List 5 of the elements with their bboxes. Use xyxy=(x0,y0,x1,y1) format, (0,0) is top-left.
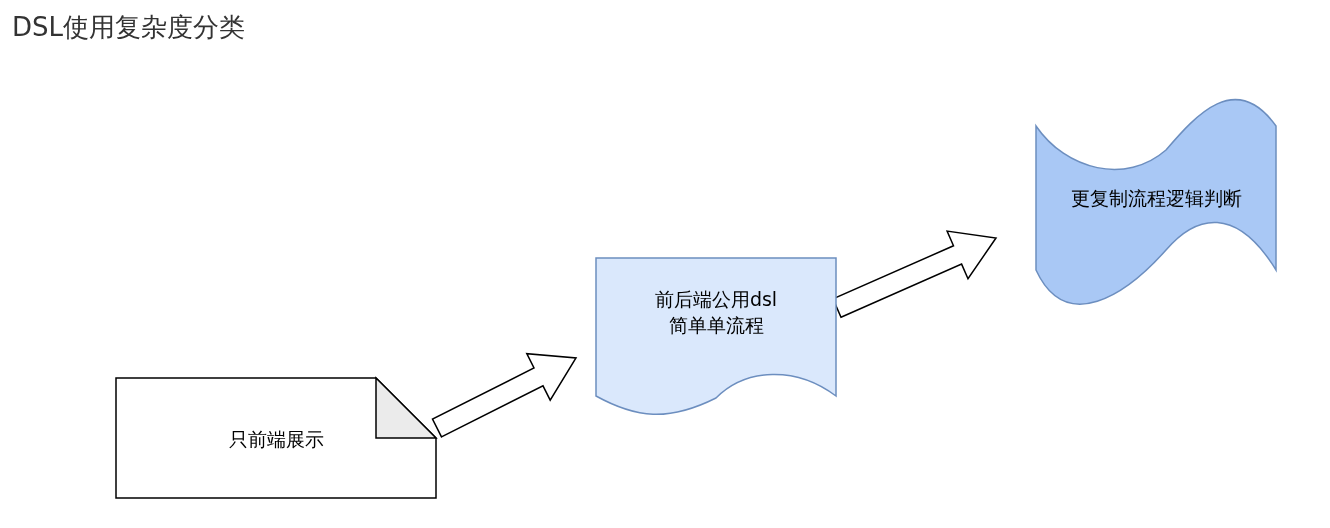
node-label: 前后端公用dsl 简单单流程 xyxy=(653,287,779,338)
node-label: 更复制流程逻辑判断 xyxy=(1070,186,1242,211)
block-arrow xyxy=(431,352,578,438)
node-label: 只前端展示 xyxy=(228,427,324,452)
title: DSL使用复杂度分类 xyxy=(12,11,245,44)
